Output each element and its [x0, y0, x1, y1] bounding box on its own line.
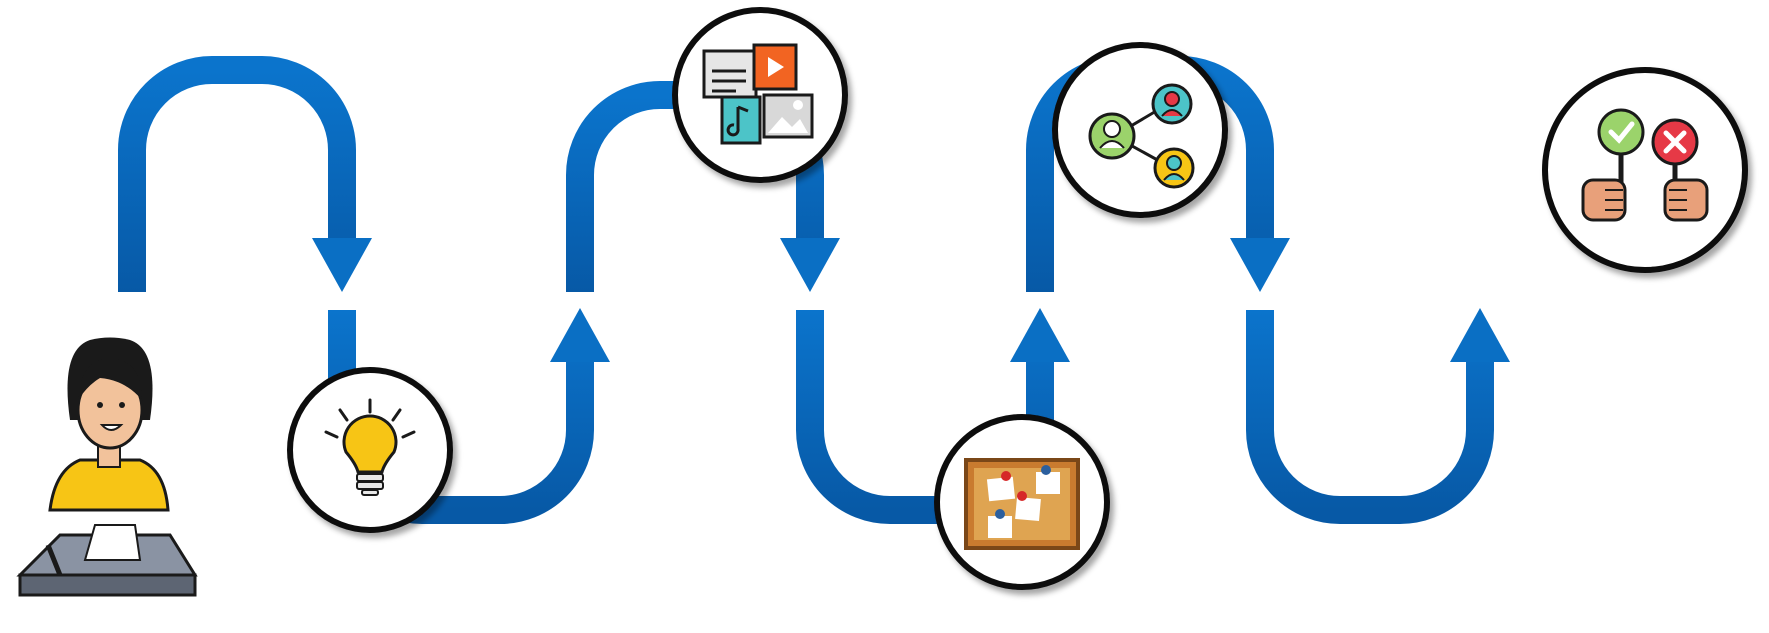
flow-segment-6 [1246, 310, 1494, 524]
node-media [672, 7, 848, 183]
people-network-icon [1088, 83, 1195, 189]
arrow-up-4 [1010, 308, 1070, 362]
arrow-down-1 [312, 238, 372, 292]
arrow-up-2 [550, 308, 610, 362]
flow-segment-1 [118, 56, 356, 292]
arrow-up-6 [1450, 308, 1510, 362]
node-network [1052, 42, 1228, 218]
media-files-icon [702, 43, 814, 145]
lightbulb-icon [324, 398, 416, 496]
cork-board-icon [964, 458, 1080, 550]
approve-reject-vote-icon [1581, 108, 1709, 222]
node-vote [1542, 67, 1748, 273]
arrow-down-5 [1230, 238, 1290, 292]
student-at-desk-icon [16, 337, 198, 597]
arrow-heads [312, 238, 1510, 362]
arrow-down-3 [780, 238, 840, 292]
